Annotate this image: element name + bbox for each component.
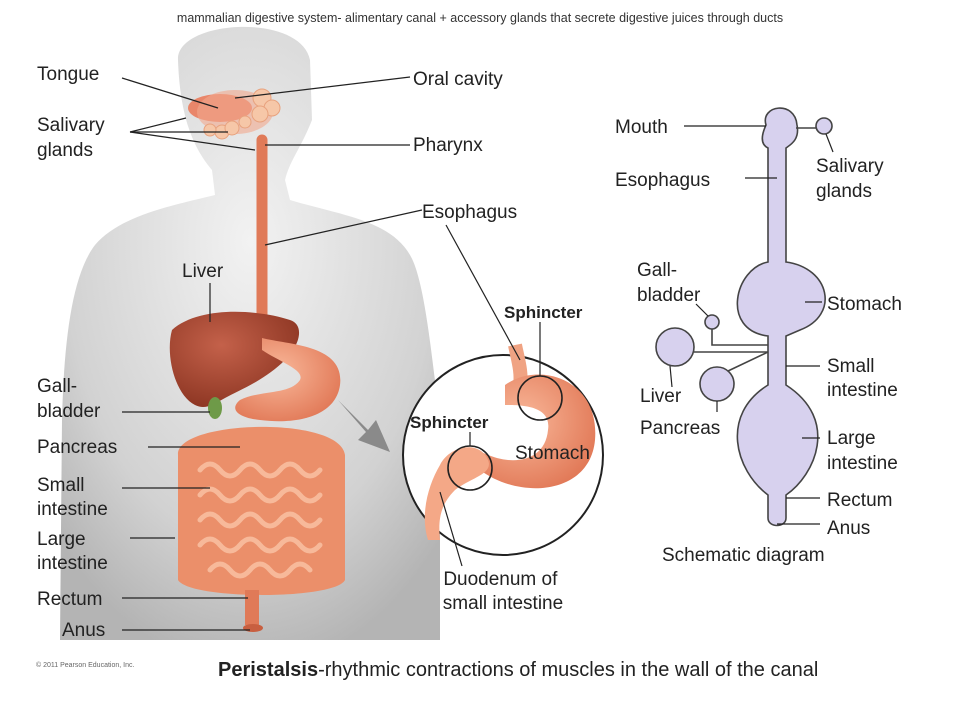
leader-lines [121,76,834,631]
label-sphincter-top: Sphincter [504,303,583,322]
label-liver: Liver [182,261,224,282]
label-schematic-salivary-glands: Salivary glands [816,156,889,202]
label-schematic-rectum: Rectum [827,490,892,511]
inset-stomach [472,374,596,489]
schematic-diagram [655,107,833,527]
label-pancreas: Pancreas [37,437,117,458]
stomach-shape [235,338,341,422]
label-oral-cavity: Oral cavity [413,69,503,90]
label-duodenum: Duodenum of small intestine [443,569,563,614]
label-esophagus: Esophagus [422,202,517,223]
footer-bold: Peristalsis [218,659,318,681]
label-large-intestine: Large intestine [37,529,108,574]
label-schematic-pancreas: Pancreas [640,418,720,439]
copyright-text: © 2011 Pearson Education, Inc. [36,661,134,669]
label-schematic-gallbladder: Gall- bladder [637,260,701,306]
liver-shape [169,311,300,408]
stomach-inset [402,343,604,556]
label-schematic-stomach: Stomach [827,294,902,315]
label-gallbladder: Gall- bladder [37,376,101,422]
inset-arrow [338,400,390,452]
label-schematic-small-intestine: Small intestine [827,356,898,401]
intestines-shape [177,426,345,595]
label-schematic-liver: Liver [640,386,682,407]
schematic-caption: Schematic diagram [662,545,825,566]
footer-rest: -rhythmic contractions of muscles in the… [318,659,818,681]
gallbladder-shape [208,397,222,419]
label-schematic-esophagus: Esophagus [615,170,710,191]
label-rectum: Rectum [37,589,102,610]
label-small-intestine: Small intestine [37,475,108,520]
header-text: mammalian digestive system- alimentary c… [177,11,783,25]
anus-shape [243,624,263,632]
inset-duodenum [424,447,489,540]
label-anus: Anus [62,620,105,641]
footer-text: Peristalsis-rhythmic contractions of mus… [218,659,818,681]
label-sphincter-bottom: Sphincter [410,413,489,432]
label-salivary-glands: Salivary glands [37,115,110,161]
label-schematic-large-intestine: Large intestine [827,428,898,474]
label-tongue: Tongue [37,64,99,85]
label-schematic-anus: Anus [827,518,870,539]
salivary-glands-shape [203,88,281,140]
label-inset-stomach: Stomach [515,443,590,464]
label-schematic-mouth: Mouth [615,117,668,138]
label-pharynx: Pharynx [413,135,483,156]
